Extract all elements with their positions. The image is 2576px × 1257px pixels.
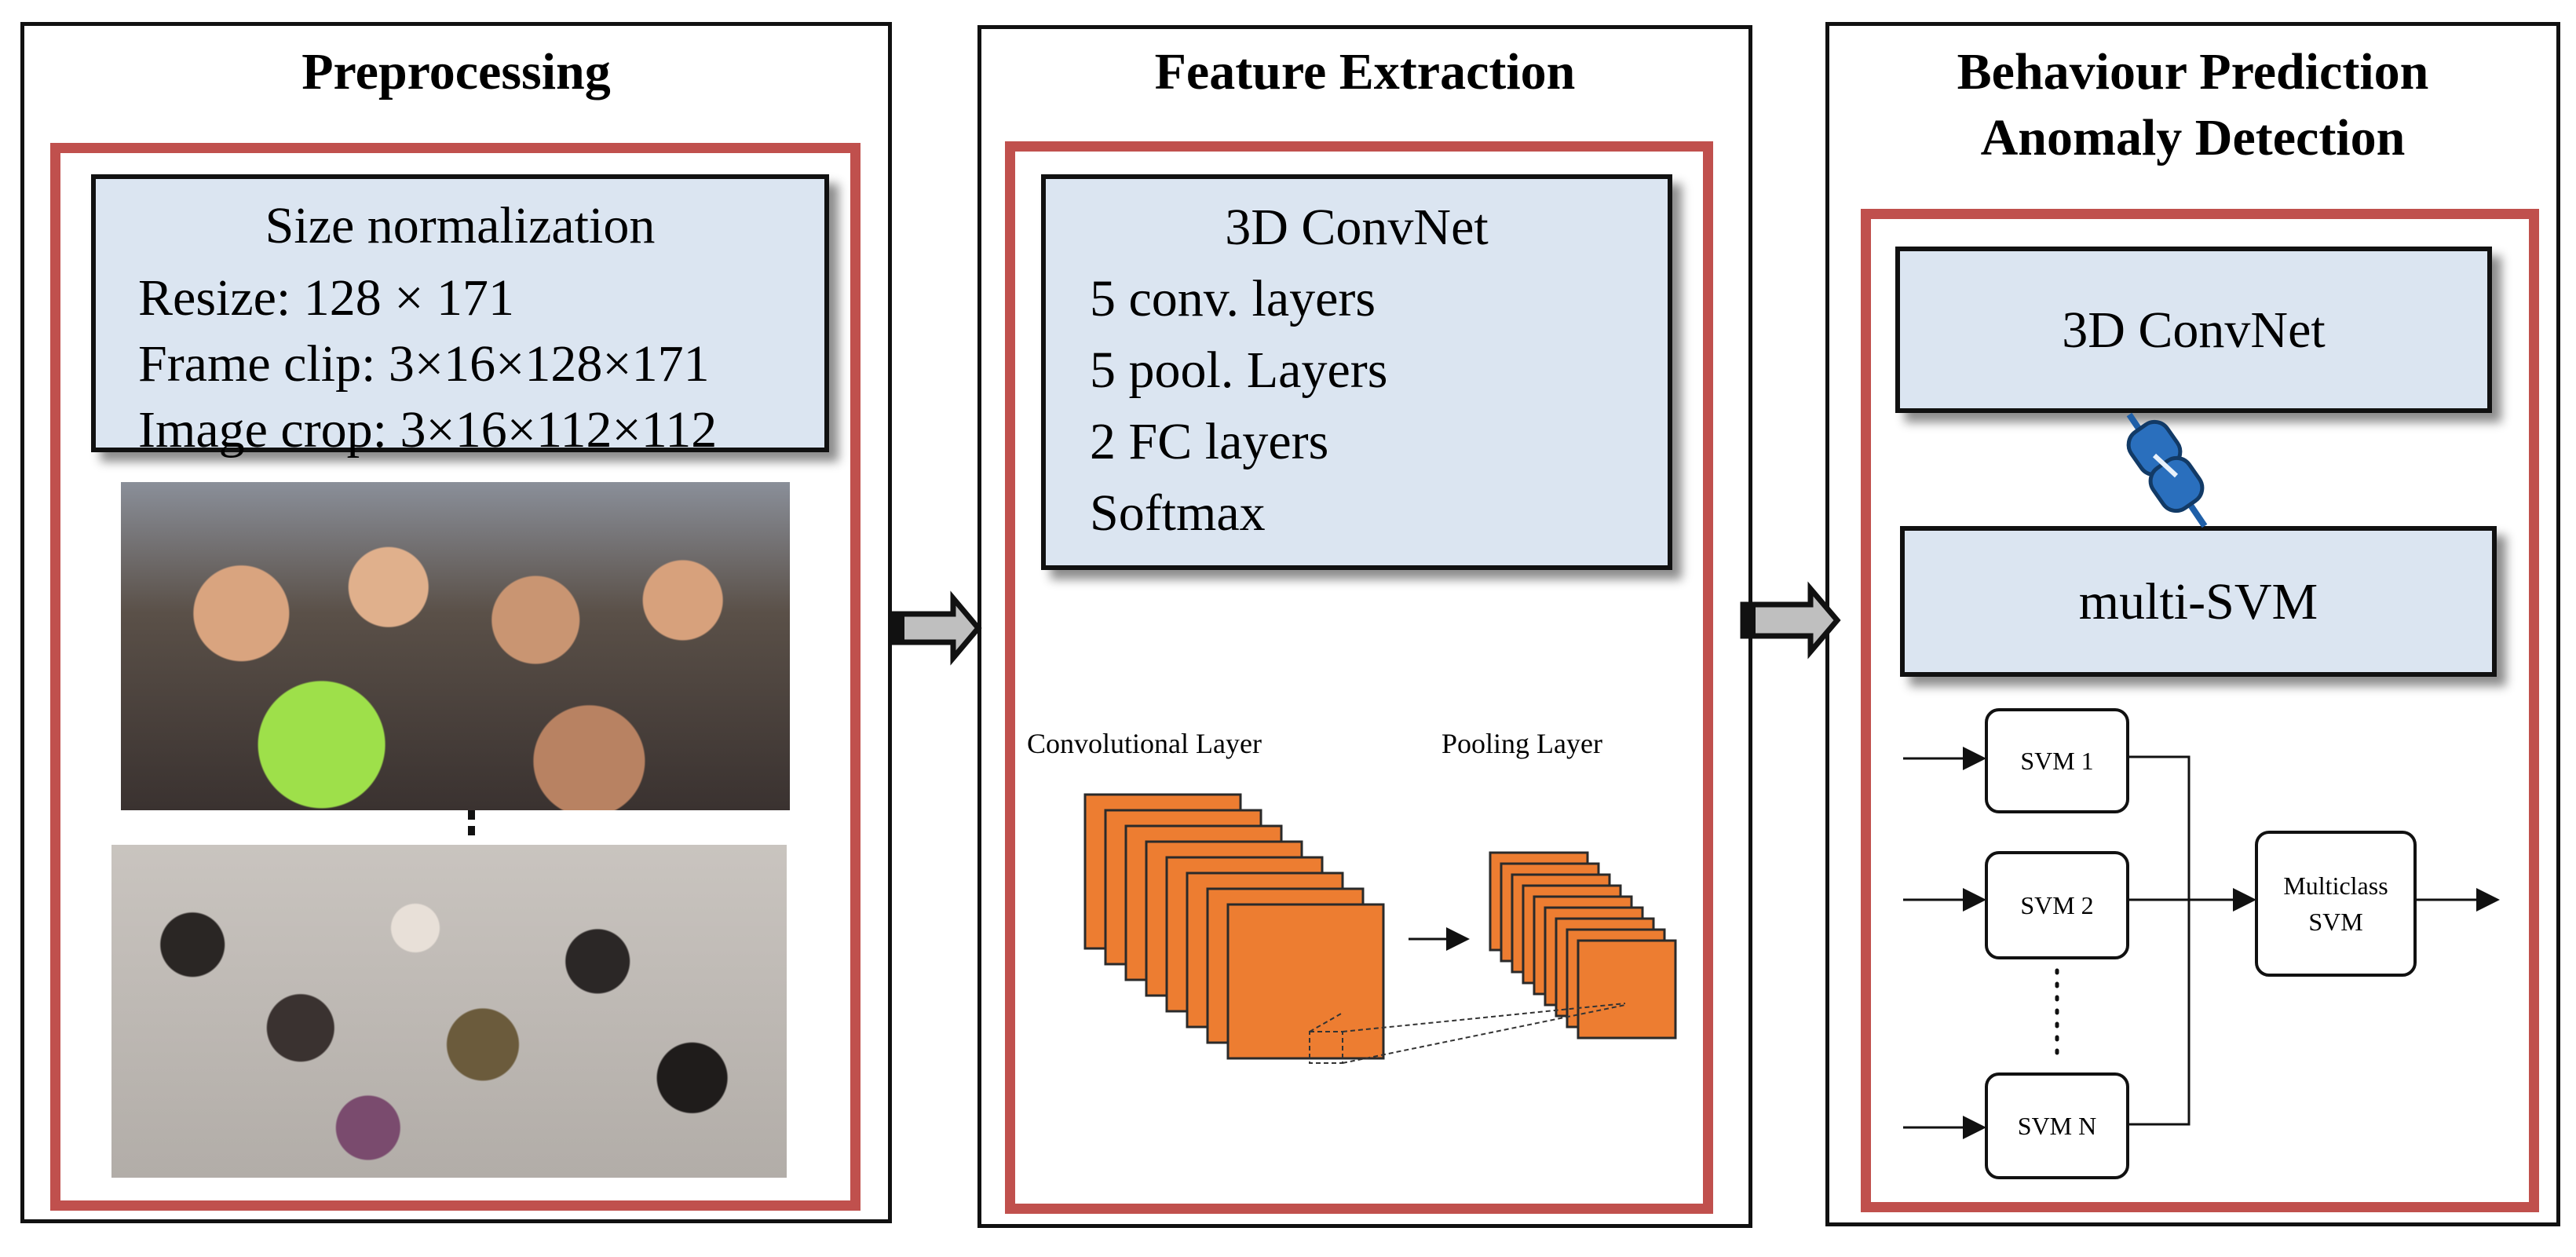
svm-n-box: SVM N bbox=[1985, 1072, 2129, 1179]
convolutional-layer-stack bbox=[1083, 793, 1385, 1060]
prediction-title-line2: Anomaly Detection bbox=[1980, 109, 2406, 166]
svm-2-box: SVM 2 bbox=[1985, 851, 2129, 959]
pool-layer-sheet-9 bbox=[1577, 939, 1677, 1040]
pooling-layer-stack bbox=[1489, 851, 1677, 1040]
image-crop-text: Image crop: 3×16×112×112 bbox=[138, 401, 718, 459]
convnet-heading: 3D ConvNet bbox=[1225, 199, 1489, 256]
crowd-closeup-photo bbox=[121, 482, 790, 810]
multi-svm-label: multi-SVM bbox=[2078, 572, 2318, 630]
convnet-spec-box: 3D ConvNet 5 conv. layers 5 pool. Layers… bbox=[1041, 174, 1672, 570]
frame-clip-text: Frame clip: 3×16×128×171 bbox=[138, 335, 710, 393]
softmax-text: Softmax bbox=[1090, 484, 1266, 542]
size-normalization-box: Size normalization Resize: 128 × 171 Fra… bbox=[91, 174, 829, 459]
conv-layers-text: 5 conv. layers bbox=[1090, 270, 1376, 327]
pool-layers-text: 5 pool. Layers bbox=[1090, 342, 1388, 399]
svm-2-label: SVM 2 bbox=[2020, 891, 2094, 919]
svm-merge-line bbox=[2129, 755, 2191, 1126]
conv-layer-sheet-8 bbox=[1226, 903, 1385, 1060]
arrow-features-to-prediction bbox=[1740, 581, 1841, 660]
convnet-box-label: 3D ConvNet bbox=[2062, 301, 2326, 359]
svm-connectors bbox=[1903, 747, 2500, 1139]
convolutional-layer-label: Convolutional Layer bbox=[1027, 728, 1262, 759]
chain-link-icon bbox=[2126, 412, 2208, 528]
pooling-layer-label: Pooling Layer bbox=[1441, 728, 1602, 759]
resize-text: Resize: 128 × 171 bbox=[138, 269, 514, 327]
crowd-aerial-photo bbox=[111, 845, 787, 1178]
photo-separator bbox=[468, 810, 475, 842]
size-normalization-heading: Size normalization bbox=[265, 197, 656, 254]
fc-layers-text: 2 FC layers bbox=[1090, 413, 1329, 470]
svm-1-box: SVM 1 bbox=[1985, 708, 2129, 813]
arrow-preprocessing-to-features bbox=[889, 590, 982, 666]
multiclass-label-line2: SVM bbox=[2308, 908, 2363, 936]
svm-n-label: SVM N bbox=[2017, 1112, 2097, 1140]
receptive-field-projection bbox=[1309, 1003, 1626, 1064]
prediction-title-line1: Behaviour Prediction bbox=[1957, 43, 2429, 100]
multiclass-svm-box: Multiclass SVM bbox=[2255, 831, 2417, 977]
multiclass-label-line1: Multiclass bbox=[2283, 871, 2388, 900]
multi-svm-box: multi-SVM bbox=[1900, 526, 2497, 677]
svm-1-label: SVM 1 bbox=[2020, 747, 2094, 775]
convnet-box: 3D ConvNet bbox=[1895, 247, 2492, 413]
preprocessing-title: Preprocessing bbox=[301, 43, 611, 100]
feature-extraction-title: Feature Extraction bbox=[1154, 43, 1576, 100]
